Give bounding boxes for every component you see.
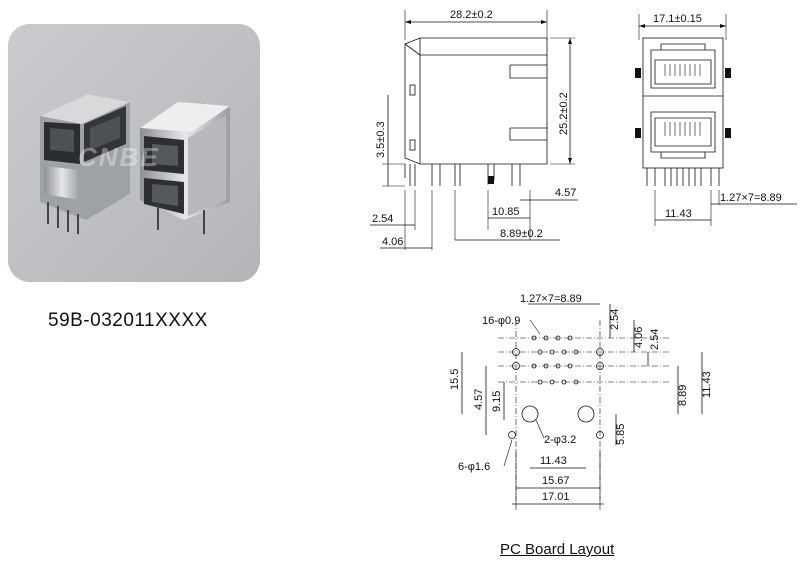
dim-8-89: 8.89±0.2 bbox=[500, 228, 543, 240]
front-view-drawing: 17.1±0.15 11.43 1.27×7=8.89 bbox=[635, 13, 797, 226]
pcb-holes-2: 2-φ3.2 bbox=[544, 434, 576, 446]
dim-standoff: 3.5±0.3 bbox=[375, 121, 387, 158]
dim-10-85: 10.85 bbox=[492, 206, 520, 218]
dim-width: 28.2±0.2 bbox=[450, 9, 493, 21]
dim-4-57: 4.57 bbox=[555, 187, 576, 199]
pcb-v-4-06: 4.06 bbox=[633, 327, 645, 348]
dim-height: 25.2±0.2 bbox=[558, 92, 570, 135]
pcb-holes-6: 6-φ1.6 bbox=[458, 461, 490, 473]
dim-4-06: 4.06 bbox=[382, 236, 403, 248]
pcb-v-11-43: 11.43 bbox=[701, 371, 713, 398]
pcb-holes-16: 16-φ0.9 bbox=[482, 315, 520, 327]
pcb-v-4-57: 4.57 bbox=[473, 389, 485, 410]
pcb-h-17-01: 17.01 bbox=[542, 491, 570, 503]
watermark: CNBE bbox=[78, 142, 160, 172]
part-number: 59B-032011XXXX bbox=[48, 310, 208, 331]
pcb-pitch: 1.27×7=8.89 bbox=[520, 293, 582, 305]
pcb-layout-drawing: 1.27×7=8.89 16-φ0.9 15.5 4.57 9.15 2.54 … bbox=[449, 293, 713, 510]
dim-front-width: 17.1±0.15 bbox=[653, 13, 702, 25]
dim-front-11-43: 11.43 bbox=[665, 208, 692, 220]
pcb-v-9-15: 9.15 bbox=[491, 391, 503, 412]
pcb-h-11-43: 11.43 bbox=[540, 455, 567, 467]
pcb-v-15-5: 15.5 bbox=[449, 369, 461, 390]
pcb-v-8-89: 8.89 bbox=[677, 385, 689, 406]
dim-2-54: 2.54 bbox=[372, 213, 393, 225]
side-view-drawing: 28.2±0.2 25.2±0.2 3.5±0.3 2.54 4.06 10.8… bbox=[370, 9, 578, 250]
pcb-v-5-85: 5.85 bbox=[615, 424, 627, 445]
pcb-h-15-67: 15.67 bbox=[542, 475, 570, 487]
pcb-layout-caption: PC Board Layout bbox=[500, 541, 615, 558]
dim-front-pitch: 1.27×7=8.89 bbox=[720, 192, 782, 204]
rj45-connector-image bbox=[8, 24, 260, 282]
pcb-v-2-54-a: 2.54 bbox=[609, 309, 621, 330]
pcb-v-2-54-b: 2.54 bbox=[649, 329, 661, 350]
product-photo: CNBE bbox=[8, 24, 260, 282]
